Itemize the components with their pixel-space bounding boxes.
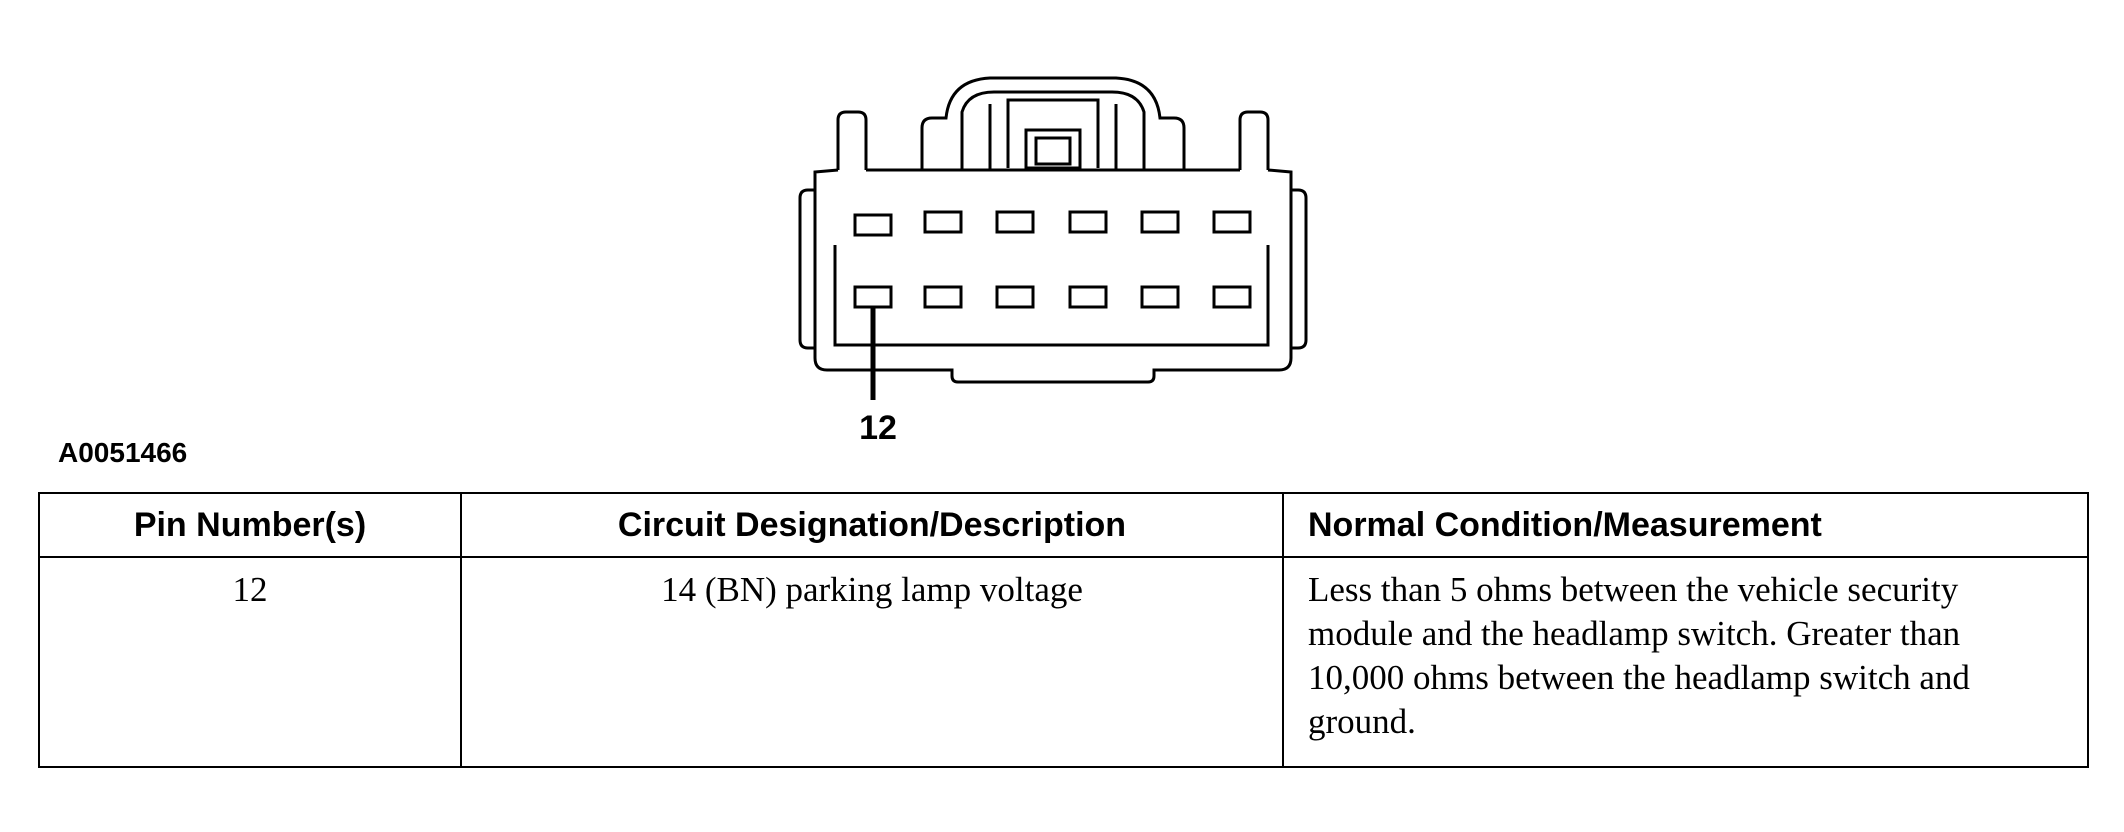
pin-cavity	[1140, 285, 1180, 309]
terminal-cavities	[853, 210, 1252, 309]
cell-normal-condition: Less than 5 ohms between the vehicle sec…	[1282, 556, 2089, 768]
pin-cavity	[995, 210, 1035, 234]
pin-cavity	[995, 285, 1035, 309]
table-row: 12 14 (BN) parking lamp voltage Less tha…	[38, 556, 2089, 768]
pin-cavity	[1140, 210, 1180, 234]
cell-pin-number: 12	[38, 556, 462, 768]
right-rib	[1291, 188, 1308, 350]
table-header-row: Pin Number(s) Circuit Designation/Descri…	[38, 492, 2089, 558]
pin-cavity-12	[853, 285, 893, 309]
pin-cavity	[1212, 285, 1252, 309]
figure-id: A0051466	[58, 437, 188, 468]
lock-housing	[920, 76, 1186, 172]
pin-cavity	[923, 285, 963, 309]
header-normal-condition: Normal Condition/Measurement	[1282, 492, 2089, 558]
pin-callout-label: 12	[859, 409, 897, 447]
left-latch	[836, 110, 868, 170]
connector-diagram	[798, 76, 1308, 400]
right-latch	[1238, 110, 1270, 170]
pin-cavity	[1068, 285, 1108, 309]
pin-cavity	[853, 213, 893, 237]
lock-tab	[1024, 128, 1082, 170]
connector-body	[813, 168, 1293, 384]
header-pin-number: Pin Number(s)	[38, 492, 462, 558]
header-circuit-designation: Circuit Designation/Description	[460, 492, 1284, 558]
pin-cavity	[1212, 210, 1252, 234]
pin-cavity	[1068, 210, 1108, 234]
cell-circuit-designation: 14 (BN) parking lamp voltage	[460, 556, 1284, 768]
left-rib	[798, 188, 815, 350]
pin-cavity	[923, 210, 963, 234]
pin-table: Pin Number(s) Circuit Designation/Descri…	[38, 492, 2089, 768]
